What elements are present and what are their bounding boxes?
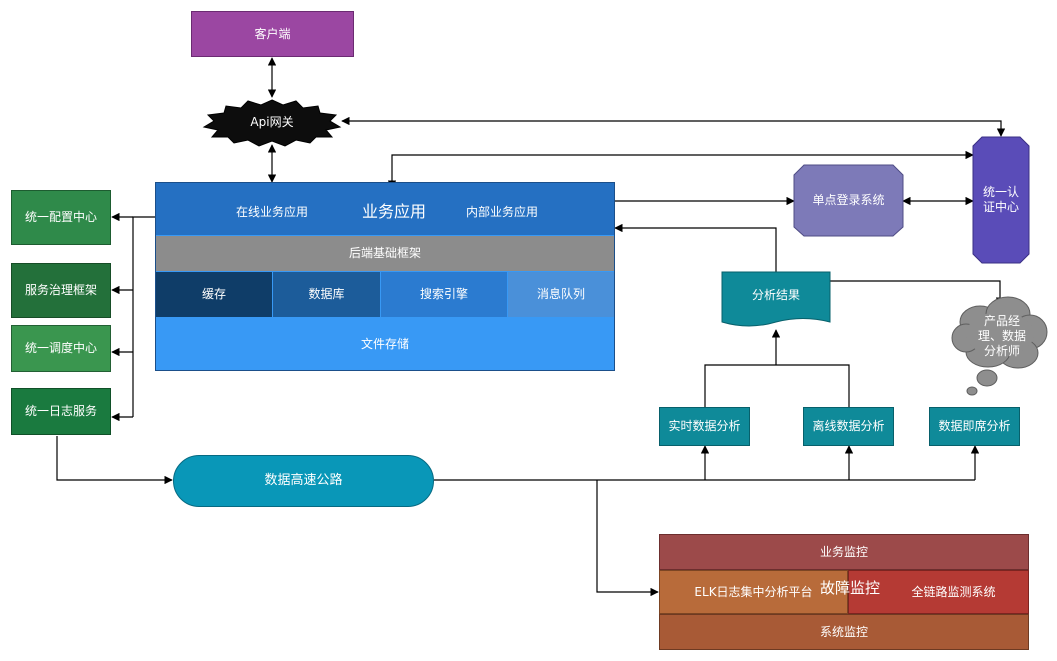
fault-monitor-label: 故障监控 bbox=[820, 579, 881, 597]
search-engine-cell: 搜索引擎 bbox=[381, 272, 507, 317]
service-governance-label: 服务治理框架 bbox=[24, 283, 97, 297]
gateway-label-wrap: Api网关 bbox=[222, 112, 322, 132]
system-monitor-label: 系统监控 bbox=[819, 624, 868, 639]
sso-label: 单点登录系统 bbox=[812, 193, 885, 207]
data-highway-box: 数据高速公路 bbox=[173, 455, 434, 507]
log-service-box: 统一日志服务 bbox=[11, 388, 111, 435]
business-monitor-bar: 业务监控 bbox=[659, 534, 1029, 570]
app-title: 业务应用 bbox=[362, 202, 427, 221]
elk-platform-cell: ELK日志集中分析平台 bbox=[659, 570, 848, 614]
search-engine-label: 搜索引擎 bbox=[419, 287, 468, 301]
app-internal-label: 内部业务应用 bbox=[466, 205, 539, 219]
trace-system-label: 全链路监测系统 bbox=[911, 584, 996, 599]
app-header bbox=[156, 183, 614, 235]
config-center-box: 统一配置中心 bbox=[11, 190, 111, 245]
scheduler-center-box: 统一调度中心 bbox=[11, 325, 111, 372]
message-queue-label: 消息队列 bbox=[536, 287, 585, 301]
app-online-label: 在线业务应用 bbox=[236, 205, 309, 219]
client-box: 客户端 bbox=[191, 11, 354, 57]
realtime-analysis-label: 实时数据分析 bbox=[668, 419, 741, 433]
analysis-result-label: 分析结果 bbox=[751, 287, 800, 302]
system-monitor-bar: 系统监控 bbox=[659, 614, 1029, 650]
gateway-label: Api网关 bbox=[250, 114, 294, 129]
trace-system-cell: 全链路监测系统 bbox=[848, 570, 1029, 614]
data-highway-label: 数据高速公路 bbox=[264, 472, 343, 488]
elk-platform-label: ELK日志集中分析平台 bbox=[694, 584, 813, 599]
people-line2: 理、数据 bbox=[977, 328, 1026, 343]
realtime-analysis-box: 实时数据分析 bbox=[659, 407, 750, 446]
client-label: 客户端 bbox=[254, 26, 291, 41]
database-label: 数据库 bbox=[308, 287, 345, 301]
config-center-label: 统一配置中心 bbox=[24, 210, 97, 224]
adhoc-analysis-label: 数据即席分析 bbox=[938, 419, 1011, 433]
cache-cell: 缓存 bbox=[156, 272, 272, 317]
auth-center-line2: 证中心 bbox=[982, 200, 1019, 214]
auth-center-line1: 统一认 bbox=[982, 185, 1019, 199]
file-storage-cell: 文件存储 bbox=[156, 318, 614, 370]
adhoc-analysis-box: 数据即席分析 bbox=[929, 407, 1020, 446]
people-line1: 产品经 bbox=[983, 313, 1020, 328]
offline-analysis-box: 离线数据分析 bbox=[803, 407, 894, 446]
cache-label: 缓存 bbox=[201, 287, 226, 301]
offline-analysis-label: 离线数据分析 bbox=[812, 419, 885, 433]
sso-label-wrap: 单点登录系统 bbox=[794, 165, 903, 236]
auth-center-label-wrap: 统一认 证中心 bbox=[973, 137, 1029, 263]
service-governance-box: 服务治理框架 bbox=[11, 263, 111, 318]
business-monitor-label: 业务监控 bbox=[819, 544, 868, 559]
people-line3: 分析师 bbox=[983, 343, 1020, 358]
framework-label: 后端基础框架 bbox=[348, 246, 421, 260]
analysis-result-label-wrap: 分析结果 bbox=[722, 272, 830, 318]
log-service-label: 统一日志服务 bbox=[24, 404, 97, 418]
framework-bar: 后端基础框架 bbox=[156, 236, 614, 271]
people-label-wrap: 产品经 理、数据 分析师 bbox=[960, 308, 1044, 364]
scheduler-center-label: 统一调度中心 bbox=[24, 341, 97, 355]
database-cell: 数据库 bbox=[273, 272, 380, 317]
file-storage-label: 文件存储 bbox=[360, 336, 409, 351]
message-queue-cell: 消息队列 bbox=[508, 272, 614, 317]
